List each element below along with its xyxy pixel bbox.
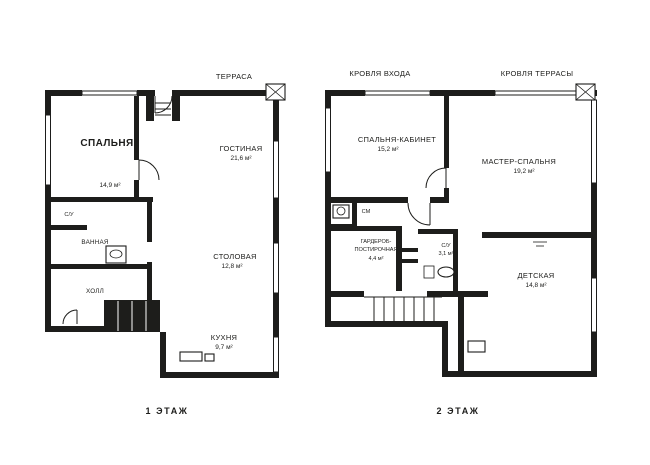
walls-second xyxy=(325,90,597,377)
room-label-laundry-2: ПОСТИРОЧНАЯ xyxy=(354,247,397,253)
room-label-hall: ХОЛЛ xyxy=(86,288,104,295)
staircase-first xyxy=(104,300,160,332)
cabinet-icon xyxy=(204,353,215,362)
room-label-laundry-1: ГАРДЕРОБ- xyxy=(361,239,392,245)
room-label-bedroom: СПАЛЬНЯ xyxy=(80,138,133,149)
doors-second xyxy=(407,167,447,226)
room-area-wc2: 3,1 м² xyxy=(438,251,453,257)
room-area-bedroom: 14,9 м² xyxy=(99,182,121,189)
room-label-dining: СТОЛОВАЯ xyxy=(213,252,257,261)
room-area-kitchen: 9,7 м² xyxy=(215,344,233,351)
kitchen-counter-icon xyxy=(179,351,203,362)
terrace-label: ТЕРРАСА xyxy=(216,72,252,81)
washing-machine-icon xyxy=(332,204,350,219)
roof-left-label: КРОВЛЯ ВХОДА xyxy=(349,69,410,78)
cabinet-icon xyxy=(467,340,486,353)
floor-caption-first: 1 ЭТАЖ xyxy=(145,406,188,416)
room-area-master: 19,2 м² xyxy=(513,168,535,175)
room-label-kitchen: КУХНЯ xyxy=(211,333,238,342)
roof-right-label: КРОВЛЯ ТЕРРАСЫ xyxy=(501,69,574,78)
room-area-office: 15,2 м² xyxy=(377,146,399,153)
sink-icon xyxy=(423,265,435,279)
floor-caption-second: 2 ЭТАЖ xyxy=(436,406,479,416)
floor-plan-first: ТЕРРАСА СПАЛЬНЯ 14,9 м² ГОСТИНАЯ 21,6 м²… xyxy=(45,72,286,416)
room-label-office: СПАЛЬНЯ-КАБИНЕТ xyxy=(358,135,436,144)
fixtures-first xyxy=(105,245,215,362)
room-label-living: ГОСТИНАЯ xyxy=(220,144,263,153)
toilet-icon xyxy=(437,266,455,278)
vent-shaft-icon xyxy=(265,83,286,101)
doors-first xyxy=(62,95,173,325)
toilet-icon xyxy=(105,245,127,264)
windows-second xyxy=(325,90,597,333)
washer-label: СМ xyxy=(362,209,371,215)
staircase-second xyxy=(364,296,442,321)
vent-shaft-icon xyxy=(575,83,596,101)
floor-plan-second: КРОВЛЯ ВХОДА КРОВЛЯ ТЕРРАСЫ СПАЛЬНЯ-КАБИ… xyxy=(325,69,597,416)
room-label-kids: ДЕТСКАЯ xyxy=(518,271,555,280)
walls-first xyxy=(45,90,279,378)
room-area-dining: 12,8 м² xyxy=(221,263,243,270)
fixtures-second xyxy=(332,204,547,353)
room-label-bath: ВАННАЯ xyxy=(81,239,108,246)
room-label-wc2: С/У xyxy=(441,243,451,249)
room-area-laundry: 4,4 м² xyxy=(368,256,383,262)
room-area-living: 21,6 м² xyxy=(230,155,252,162)
windows-first xyxy=(45,90,279,373)
room-area-kids: 14,8 м² xyxy=(525,282,547,289)
room-label-wc: С/У xyxy=(64,212,74,218)
room-label-master: МАСТЕР-СПАЛЬНЯ xyxy=(482,157,556,166)
